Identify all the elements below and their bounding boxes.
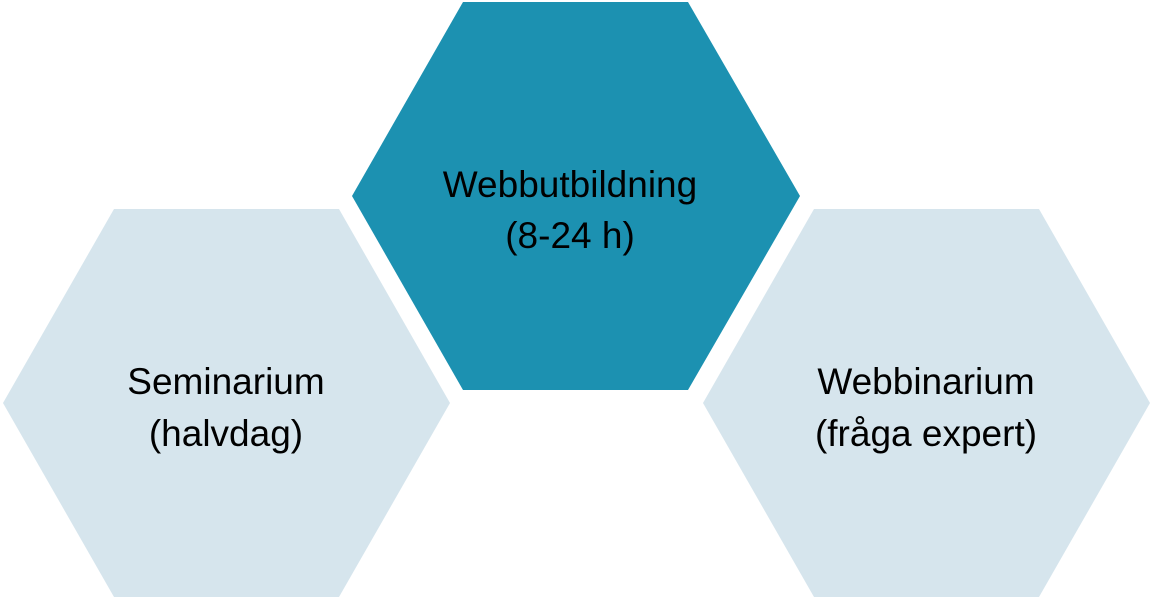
hexagon-webbinarium-title: Webbinarium: [817, 361, 1034, 402]
hexagon-webbutbildning-shape: [352, 2, 800, 390]
hexagon-seminarium-subtitle: (halvdag): [149, 413, 303, 454]
hexagon-webbinarium-shape: [703, 209, 1150, 597]
hexagon-seminarium: Seminarium (halvdag): [3, 209, 450, 597]
hexagon-webbinarium: Webbinarium (fråga expert): [703, 209, 1150, 597]
hexagon-webbinarium-subtitle: (fråga expert): [815, 413, 1037, 454]
hexagon-seminarium-title: Seminarium: [127, 361, 324, 402]
hexagon-webbutbildning: Webbutbildning (8-24 h): [352, 2, 800, 390]
hexagon-seminarium-shape: [3, 209, 450, 597]
hexagon-webbutbildning-subtitle: (8-24 h): [505, 215, 635, 256]
hexagon-webbutbildning-title: Webbutbildning: [443, 164, 697, 205]
